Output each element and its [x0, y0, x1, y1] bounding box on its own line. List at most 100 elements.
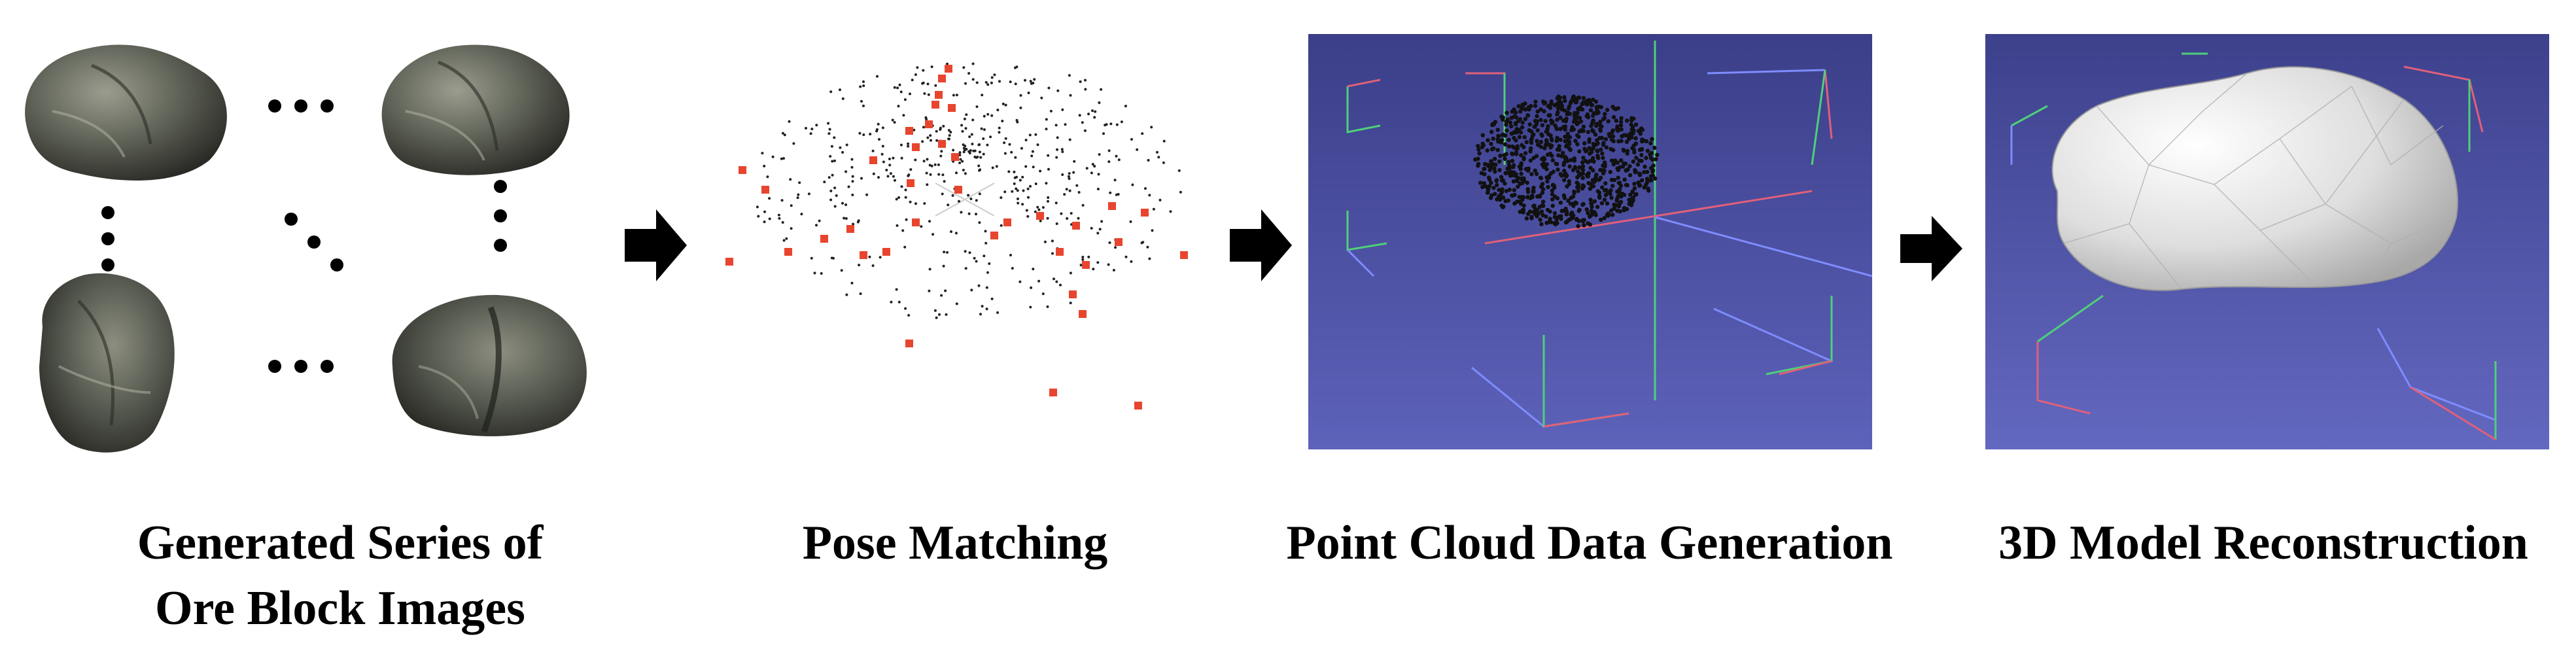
cloud-point — [1610, 134, 1616, 139]
cloud-point — [1587, 139, 1592, 144]
sparse-point — [1077, 217, 1080, 220]
sparse-point — [904, 196, 907, 199]
sparse-point — [1003, 141, 1006, 145]
cloud-point — [1555, 196, 1560, 201]
sparse-point — [851, 175, 854, 178]
sparse-point — [815, 124, 818, 127]
cloud-point — [1537, 194, 1542, 199]
sparse-point — [964, 267, 967, 270]
sparse-point — [1068, 138, 1071, 141]
cloud-point — [1621, 147, 1626, 152]
sparse-point — [933, 309, 937, 312]
sparse-point — [897, 196, 900, 199]
cloud-point — [1510, 152, 1515, 156]
cloud-point — [1514, 152, 1519, 156]
cloud-point — [1588, 101, 1592, 105]
sparse-point — [1114, 246, 1117, 249]
sparse-point — [1013, 170, 1016, 173]
sparse-point — [1000, 196, 1003, 200]
cloud-point — [1559, 154, 1564, 158]
sparse-point — [935, 130, 938, 133]
cloud-point — [1654, 157, 1658, 162]
cloud-point — [1578, 105, 1582, 110]
sparse-point — [1068, 74, 1071, 77]
cloud-point — [1642, 170, 1646, 175]
cloud-point — [1626, 167, 1630, 172]
sparse-point — [1047, 167, 1050, 171]
sparse-point — [1007, 170, 1011, 173]
sparse-point — [1081, 258, 1085, 261]
cloud-point — [1599, 124, 1604, 129]
sparse-point — [869, 133, 872, 135]
cloud-point — [1529, 216, 1534, 220]
sparse-point — [847, 185, 850, 188]
sparse-point — [1162, 139, 1166, 143]
cloud-point — [1552, 103, 1557, 107]
cloud-point — [1561, 193, 1567, 198]
cloud-point — [1586, 130, 1590, 135]
sparse-point — [1069, 94, 1072, 97]
sparse-point — [977, 284, 981, 287]
cloud-point — [1561, 209, 1565, 213]
cloud-point — [1550, 158, 1556, 163]
cloud-point — [1580, 167, 1586, 173]
sparse-point — [832, 256, 835, 260]
point-cloud-panel — [1308, 34, 1872, 449]
sparse-point — [880, 152, 884, 156]
sparse-point — [1069, 302, 1072, 305]
ore-mesh-model — [2051, 66, 2458, 291]
sparse-point — [952, 148, 955, 152]
sparse-point — [1029, 184, 1032, 188]
cloud-point — [1544, 138, 1549, 143]
cloud-point — [1567, 139, 1572, 145]
cloud-point — [1618, 123, 1624, 128]
cloud-point — [1581, 96, 1586, 101]
cloud-point — [1584, 159, 1588, 164]
cloud-point — [1606, 119, 1610, 124]
sparse-point — [1179, 190, 1182, 194]
cloud-point — [1574, 201, 1579, 205]
sparse-point — [985, 286, 988, 289]
cloud-point — [1545, 179, 1550, 184]
cloud-point — [1516, 118, 1521, 124]
cloud-point — [1539, 184, 1544, 189]
cloud-point — [1552, 185, 1557, 190]
sparse-point — [1075, 184, 1079, 187]
cloud-point — [1546, 113, 1551, 118]
sparse-point — [840, 269, 843, 272]
cloud-point — [1518, 200, 1522, 204]
sparse-point — [928, 289, 931, 292]
cloud-point — [1624, 133, 1629, 137]
cloud-point — [1527, 122, 1532, 127]
sparse-point — [1117, 193, 1120, 196]
cloud-point — [1518, 209, 1522, 214]
cloud-point — [1514, 130, 1519, 135]
sparse-point — [1162, 161, 1165, 164]
cloud-point — [1499, 175, 1504, 179]
cloud-point — [1592, 180, 1596, 184]
sparse-point — [990, 114, 994, 117]
sparse-point — [1037, 279, 1041, 283]
sparse-point — [1117, 158, 1121, 162]
cloud-point — [1591, 156, 1595, 160]
cloud-point — [1576, 184, 1581, 190]
cloud-point — [1494, 178, 1499, 183]
sparse-point — [982, 137, 985, 140]
cloud-point — [1633, 141, 1639, 146]
sparse-point — [1031, 150, 1034, 153]
sparse-point — [807, 192, 810, 196]
sparse-point — [909, 92, 911, 96]
cloud-point — [1505, 111, 1509, 115]
cloud-point — [1581, 128, 1586, 133]
sparse-point — [1156, 150, 1158, 154]
cloud-point — [1603, 162, 1607, 166]
cloud-point — [1649, 150, 1654, 156]
cloud-point — [1595, 141, 1600, 146]
cloud-point — [1636, 128, 1641, 133]
cloud-point — [1576, 224, 1580, 228]
cloud-point — [1648, 166, 1654, 171]
camera-pose-marker — [1049, 389, 1057, 396]
cloud-point — [1609, 137, 1614, 142]
cloud-point — [1563, 144, 1569, 148]
cloud-point — [1486, 175, 1491, 180]
